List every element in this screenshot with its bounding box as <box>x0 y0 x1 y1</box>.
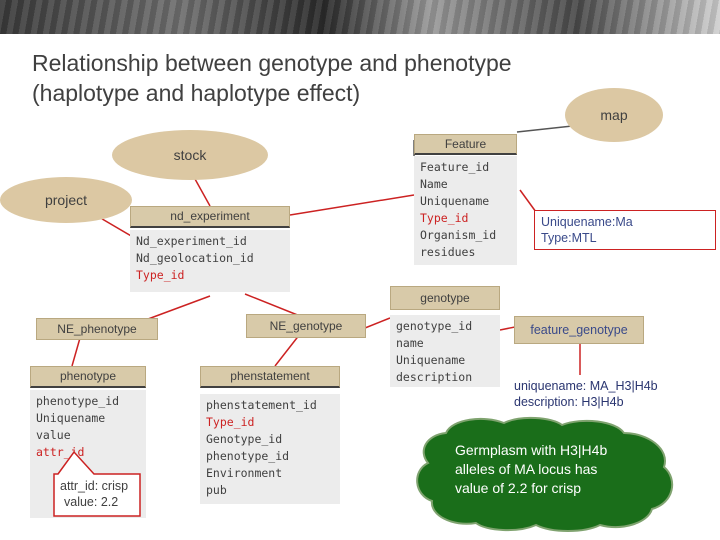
phenstatement-field: Genotype_id <box>206 432 283 446</box>
phenstatement-field: Type_id <box>206 415 255 429</box>
feature-genotype-annotation: uniquename: MA_H3|H4b description: H3|H4… <box>514 378 714 410</box>
stock-label: stock <box>173 147 207 163</box>
feature-genotype-header: feature_genotype <box>514 316 644 344</box>
type-value: MTL <box>571 231 597 245</box>
fg-uniquename-value: MA_H3|H4b <box>589 379 658 393</box>
germplasm-line-1: Germplasm with H3|H4b <box>455 442 608 458</box>
feature-field: Name <box>420 177 448 191</box>
feature-field: Type_id <box>420 211 469 225</box>
nd-experiment-field: Nd_geolocation_id <box>136 251 254 265</box>
ne-phenotype-header: NE_phenotype <box>36 318 158 340</box>
feature-box: Feature_id Name Uniquename Type_id Organ… <box>414 156 517 265</box>
link-ne-phenotype-phenotype <box>71 337 81 367</box>
value-label: value: 2.2 <box>64 495 119 509</box>
nd-experiment-field: Type_id <box>136 268 185 282</box>
feature-field: Organism_id <box>420 228 497 242</box>
stock-node: stock <box>112 130 268 180</box>
fg-description-label: description: <box>514 395 578 409</box>
phenstatement-field: phenotype_id <box>206 449 290 463</box>
fg-description-value: H3|H4b <box>581 395 624 409</box>
page-title: Relationship between genotype and phenot… <box>32 48 632 108</box>
genotype-field: Uniquename <box>396 353 466 367</box>
feature-field: Feature_id <box>420 160 490 174</box>
phenstatement-field: pub <box>206 483 227 497</box>
phenstatement-box: phenstatement_id Type_id Genotype_id phe… <box>200 394 340 504</box>
title-line-2: (haplotype and haplotype effect) <box>32 80 361 106</box>
phenstatement-header: phenstatement <box>200 366 340 388</box>
uniquename-label: Uniquename: <box>541 215 616 229</box>
ne-genotype-header: NE_genotype <box>246 314 366 338</box>
fg-uniquename-label: uniquename: <box>514 379 587 393</box>
map-label: map <box>600 107 628 123</box>
link-ne-genotype-phenstatement <box>274 333 301 367</box>
phenotype-field: Uniquename <box>36 411 106 425</box>
phenstatement-field: phenstatement_id <box>206 398 317 412</box>
feature-field: Uniquename <box>420 194 490 208</box>
banner-texture <box>0 0 720 34</box>
germplasm-line-2: alleles of MA locus has <box>455 461 598 477</box>
type-label: Type: <box>541 231 572 245</box>
genotype-field: name <box>396 336 424 350</box>
genotype-field: genotype_id <box>396 319 473 333</box>
nd-experiment-header: nd_experiment <box>130 206 290 228</box>
feature-annotation-box: Uniquename:Ma Type:MTL <box>534 210 716 250</box>
phenotype-header: phenotype <box>30 366 146 388</box>
germplasm-cloud <box>416 417 673 532</box>
feature-header: Feature <box>414 134 517 155</box>
genotype-box: genotype_id name Uniquename description <box>390 315 500 387</box>
link-nd-experiment-ne-phenotype <box>139 295 211 323</box>
feature-field: residues <box>420 245 476 259</box>
phenstatement-field: Environment <box>206 466 283 480</box>
germplasm-note: Germplasm with H3|H4b alleles of MA locu… <box>455 441 655 498</box>
phenotype-field: phenotype_id <box>36 394 120 408</box>
genotype-field: description <box>396 370 473 384</box>
title-line-1: Relationship between genotype and phenot… <box>32 50 512 76</box>
header-banner <box>0 0 720 34</box>
nd-experiment-field: Nd_experiment_id <box>136 234 247 248</box>
germplasm-line-3: value of 2.2 for crisp <box>455 480 582 496</box>
uniquename-value: Ma <box>615 215 633 229</box>
attr-label: attr_id: crisp <box>60 479 129 493</box>
attr-callout-text: attr_id: crisp value: 2.2 <box>60 478 140 510</box>
genotype-header: genotype <box>390 286 500 310</box>
link-feature-uniquename <box>519 189 537 213</box>
link-nd-experiment-feature <box>289 194 415 216</box>
nd-experiment-box: Nd_experiment_id Nd_geolocation_id Type_… <box>130 230 290 292</box>
project-label: project <box>44 192 88 208</box>
map-node: map <box>565 88 663 142</box>
phenotype-field: value <box>36 428 71 442</box>
project-node: project <box>0 177 132 223</box>
